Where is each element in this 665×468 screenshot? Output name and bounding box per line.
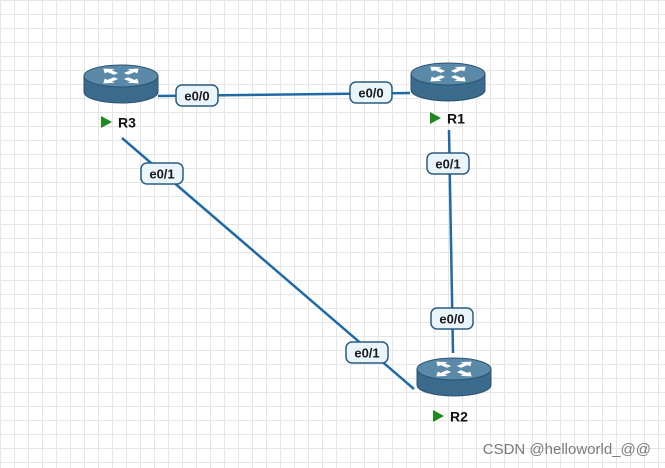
router-label-r1[interactable]: R1 [430,111,465,127]
interface-label-text: e0/0 [358,86,383,101]
interface-label-r1-e0-0[interactable]: e0/0 [349,81,393,104]
interface-label-text: e0/0 [184,89,209,104]
router-r1[interactable] [410,62,486,102]
router-icon [410,62,486,102]
router-label-r3[interactable]: R3 [101,115,136,131]
links-layer [121,91,455,390]
watermark: CSDN @helloworld_@@ [482,441,651,458]
interface-label-r3-e0-1[interactable]: e0/1 [140,162,184,185]
interface-label-r2-e0-1[interactable]: e0/1 [345,341,389,364]
interface-label-text: e0/0 [439,312,464,327]
router-name: R1 [447,111,465,127]
router-icon [416,357,492,397]
interface-label-text: e0/1 [435,157,460,172]
router-name: R3 [118,115,136,131]
interface-label-r2-e0-0[interactable]: e0/0 [430,307,474,330]
router-icon [83,64,159,104]
interface-labels-layer: e0/0 e0/0 e0/1 e0/0 e0/1 e0/1 [140,81,474,364]
interface-label-text: e0/1 [354,346,379,361]
router-r3[interactable] [83,64,159,104]
interface-label-r3-e0-0[interactable]: e0/0 [175,84,219,107]
running-status-icon [430,112,441,124]
interface-label-r1-e0-1[interactable]: e0/1 [426,152,470,175]
running-status-icon [101,116,112,128]
running-status-icon [433,410,444,422]
router-name: R2 [450,409,468,425]
router-r2[interactable] [416,357,492,397]
router-label-r2[interactable]: R2 [433,409,468,425]
interface-label-text: e0/1 [149,167,174,182]
